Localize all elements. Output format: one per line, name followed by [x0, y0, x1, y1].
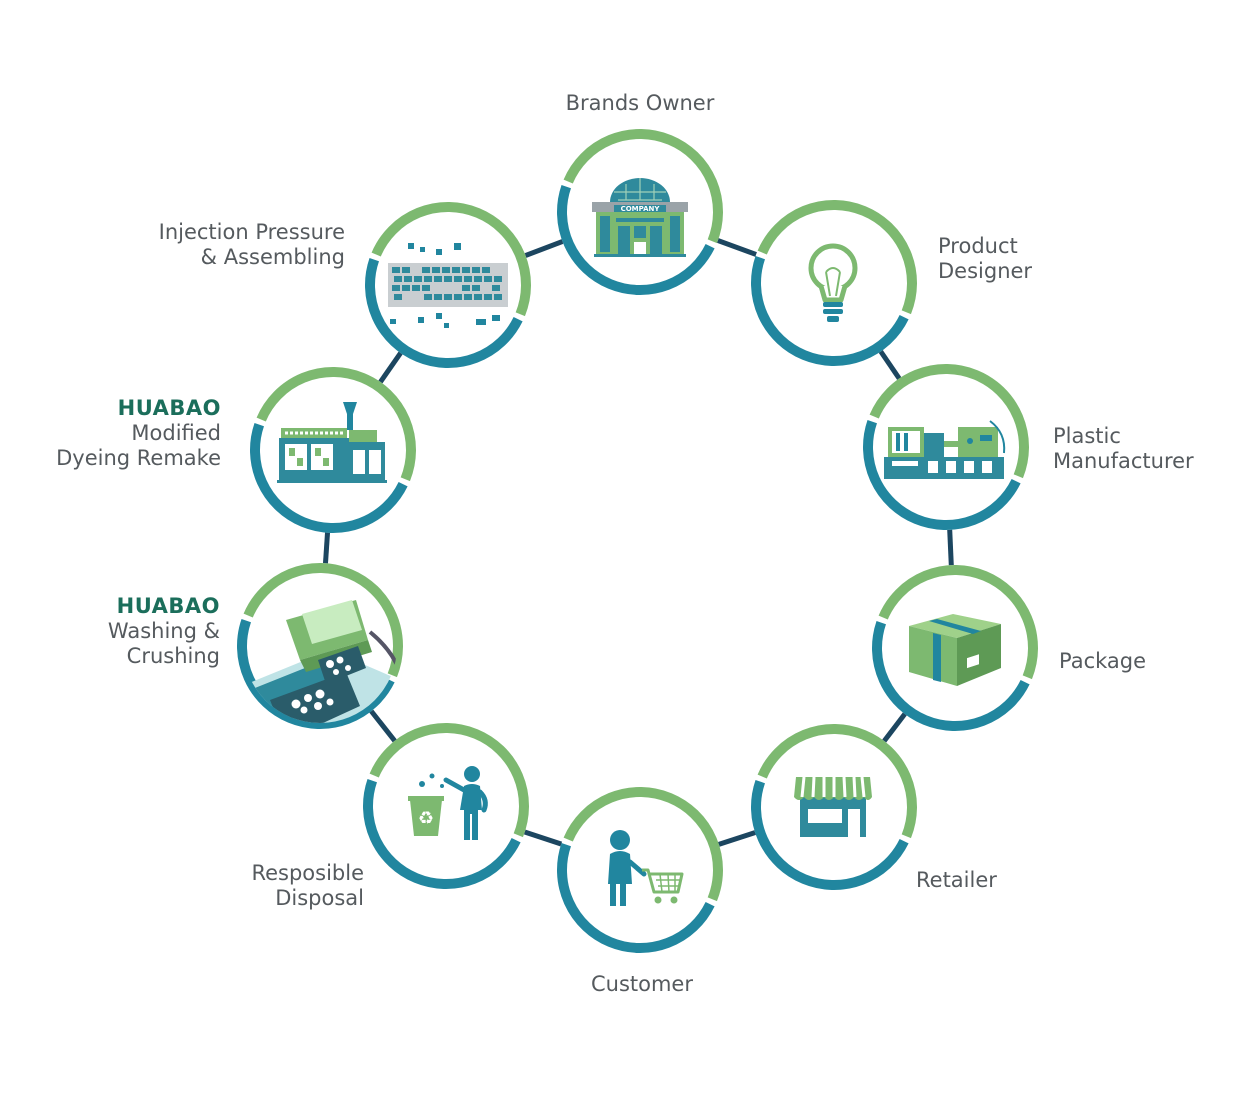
- keyboard-key: [402, 285, 410, 291]
- label-line: Injection Pressure: [159, 220, 345, 245]
- label-line: Dyeing Remake: [56, 446, 221, 471]
- keyboard-key: [484, 276, 492, 282]
- keyboard-key: [462, 267, 470, 273]
- keyboard-key: [412, 285, 420, 291]
- label-line: Manufacturer: [1053, 449, 1194, 474]
- label-line: Crushing: [108, 644, 220, 669]
- label-washing-crushing: HUABAO Washing & Crushing: [108, 594, 220, 669]
- keyboard-key: [402, 267, 410, 273]
- label-line: Disposal: [251, 886, 364, 911]
- keyboard-key: [484, 294, 492, 300]
- label-retailer: Retailer: [916, 868, 997, 893]
- keyboard-key: [462, 285, 470, 291]
- keyboard-key: [464, 294, 472, 300]
- store-icon: [794, 777, 872, 837]
- label-line: Plastic: [1053, 424, 1194, 449]
- huabao-logo: HUABAO: [56, 396, 221, 421]
- keyboard-key: [392, 285, 400, 291]
- huabao-logo: HUABAO: [108, 594, 220, 619]
- label-customer: Customer: [542, 972, 742, 997]
- label-line: Washing &: [108, 619, 220, 644]
- keyboard-key: [474, 294, 482, 300]
- keyboard-key: [482, 267, 490, 273]
- label-line: Package: [1059, 649, 1146, 674]
- keyboard-key: [472, 285, 480, 291]
- label-plastic-manufacturer: Plastic Manufacturer: [1053, 424, 1194, 474]
- keyboard-key: [442, 267, 450, 273]
- label-modified-dyeing: HUABAO Modified Dyeing Remake: [56, 396, 221, 471]
- keyboard-key: [422, 267, 430, 273]
- keyboard-key: [474, 276, 482, 282]
- label-line: Brands Owner: [540, 91, 740, 116]
- keyboard-key: [454, 276, 462, 282]
- keyboard-key: [414, 276, 422, 282]
- label-responsible-disposal: Resposible Disposal: [251, 861, 364, 911]
- keyboard-key: [434, 276, 442, 282]
- keyboard-key: [452, 267, 460, 273]
- label-injection-assembling: Injection Pressure & Assembling: [159, 220, 345, 270]
- keyboard-key: [432, 267, 440, 273]
- label-line: Customer: [542, 972, 742, 997]
- keyboard-key: [454, 294, 462, 300]
- company-sign: COMPANY: [621, 205, 661, 213]
- keyboard-key: [394, 294, 402, 300]
- label-line: & Assembling: [159, 245, 345, 270]
- label-line: Designer: [938, 259, 1032, 284]
- label-line: Modified: [56, 421, 221, 446]
- svg-text:♻: ♻: [418, 808, 434, 829]
- label-line: Retailer: [916, 868, 997, 893]
- keyboard-key: [444, 276, 452, 282]
- label-product-designer: Product Designer: [938, 234, 1032, 284]
- keyboard-key: [424, 276, 432, 282]
- keyboard-key: [404, 276, 412, 282]
- label-package: Package: [1059, 649, 1146, 674]
- keyboard-key: [392, 267, 400, 273]
- label-line: Resposible: [251, 861, 364, 886]
- keyboard-key: [424, 294, 432, 300]
- keyboard-key: [492, 285, 500, 291]
- keyboard-key: [434, 294, 442, 300]
- keyboard-key: [444, 294, 452, 300]
- label-brands-owner: Brands Owner: [540, 91, 740, 116]
- label-line: Product: [938, 234, 1032, 259]
- node-product-designer: [751, 200, 917, 366]
- keyboard-key: [494, 294, 502, 300]
- keyboard-key: [494, 276, 502, 282]
- keyboard-key: [472, 267, 480, 273]
- node-responsible-disposal: [363, 723, 529, 889]
- keyboard-key: [464, 276, 472, 282]
- keyboard-key: [422, 285, 430, 291]
- keyboard-key: [394, 276, 402, 282]
